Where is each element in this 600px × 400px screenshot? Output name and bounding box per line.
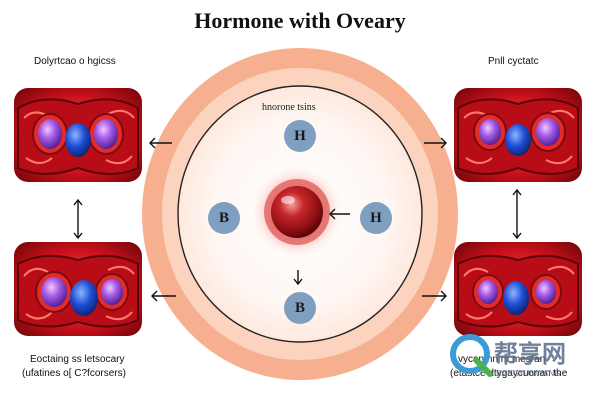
watermark-logo: 帮享网 BANGYUNWANG [446,328,596,384]
ovary-panel-bottom-right [454,242,582,336]
center-title: hnorone tsins [262,102,316,113]
inner-circle-outline [177,85,423,343]
arrow-left-vertical-icon [73,198,83,240]
label-top-left: Dolyrtcao o hgicss [34,56,116,67]
arrow-to-bottom-right-icon [422,290,447,302]
node-top-label: H [294,128,306,144]
arrow-right-vertical-icon [512,188,522,240]
watermark-subtext: BANGYUNWANG [496,369,561,378]
arrow-to-top-right-icon [424,137,447,149]
arrow-to-bottom-left-icon [151,290,176,302]
arrow-to-top-left-icon [149,137,172,149]
node-bottom-label: B [294,300,305,316]
diagram-title: Hormone with Oveary [194,8,406,33]
label-bottom-left-2: (ufatines o[ C?fcorsers) [22,368,126,379]
watermark-q-icon [450,334,490,374]
node-bottom-circle [284,292,316,324]
node-right-label: H [370,210,382,226]
node-left-circle [208,202,240,234]
node-right-circle [360,202,392,234]
central-hormone-diagram [142,48,458,380]
label-bottom-right-1: vycan nn m mesran [458,354,546,365]
label-top-right: Pnll cyctatc [488,56,539,67]
label-bottom-right-2: (etastce dtygaycuonan the [450,368,568,379]
label-bottom-left-1: Eoctaing ss letsocary [30,354,125,365]
ovary-panel-bottom-left [14,242,142,336]
watermark-text: 帮享网 [494,340,566,368]
ovary-panel-top-left [14,88,142,182]
node-top-circle [284,120,316,152]
node-left-label: B [218,210,229,226]
ovary-panel-top-right [454,88,582,182]
